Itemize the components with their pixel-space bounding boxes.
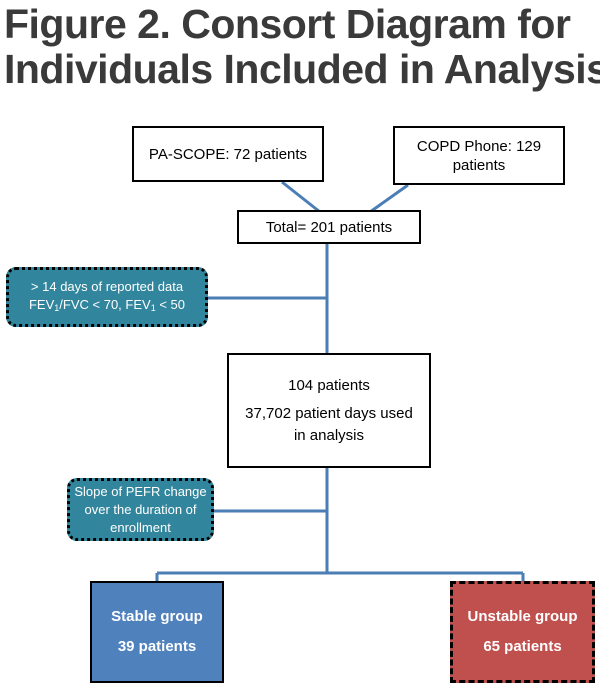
slope-criteria-note: Slope of PEFR change over the duration o… [67, 478, 214, 541]
slope-criteria-line3: enrollment [110, 519, 171, 535]
exclusion-criteria-line2: FEV1/FVC < 70, FEV1 < 50 [28, 296, 185, 313]
unstable-group-label: Unstable group [467, 608, 578, 625]
analysis-line3: in analysis [293, 426, 365, 444]
analysis-line1: 104 patients [288, 376, 370, 394]
pa-scope-label: PA-SCOPE: 72 patients [148, 145, 308, 163]
copd-phone-box: COPD Phone: 129 patients [393, 126, 565, 185]
slope-criteria-line2: over the duration of [84, 501, 197, 517]
slope-criteria-line1: Slope of PEFR change [74, 483, 207, 499]
connector-pa-scope [281, 180, 321, 214]
exclusion-criteria-line1: > 14 days of reported data [30, 278, 184, 294]
analysis-box: 104 patients 37,702 patient days used in… [227, 353, 431, 468]
total-box: Total= 201 patients [237, 210, 421, 244]
total-label: Total= 201 patients [265, 218, 393, 236]
copd-phone-line2: patients [452, 156, 506, 174]
figure-title: Figure 2. Consort Diagram for Individual… [4, 1, 600, 92]
copd-phone-line1: COPD Phone: 129 [416, 137, 542, 155]
pa-scope-box: PA-SCOPE: 72 patients [132, 126, 324, 182]
stable-group-count: 39 patients [117, 638, 197, 655]
connector-copd-phone [369, 183, 409, 214]
figure-title-line2: Individuals Included in Analysis [4, 46, 600, 92]
unstable-group-count: 65 patients [483, 638, 562, 655]
stable-group-label: Stable group [111, 608, 203, 625]
unstable-group-box: Unstable group 65 patients [450, 581, 595, 683]
exclusion-criteria-note: > 14 days of reported data FEV1/FVC < 70… [6, 267, 208, 327]
stable-group-box: Stable group 39 patients [90, 581, 224, 683]
figure-title-line1: Figure 2. Consort Diagram for [4, 1, 571, 47]
analysis-line2: 37,702 patient days used [245, 404, 413, 422]
